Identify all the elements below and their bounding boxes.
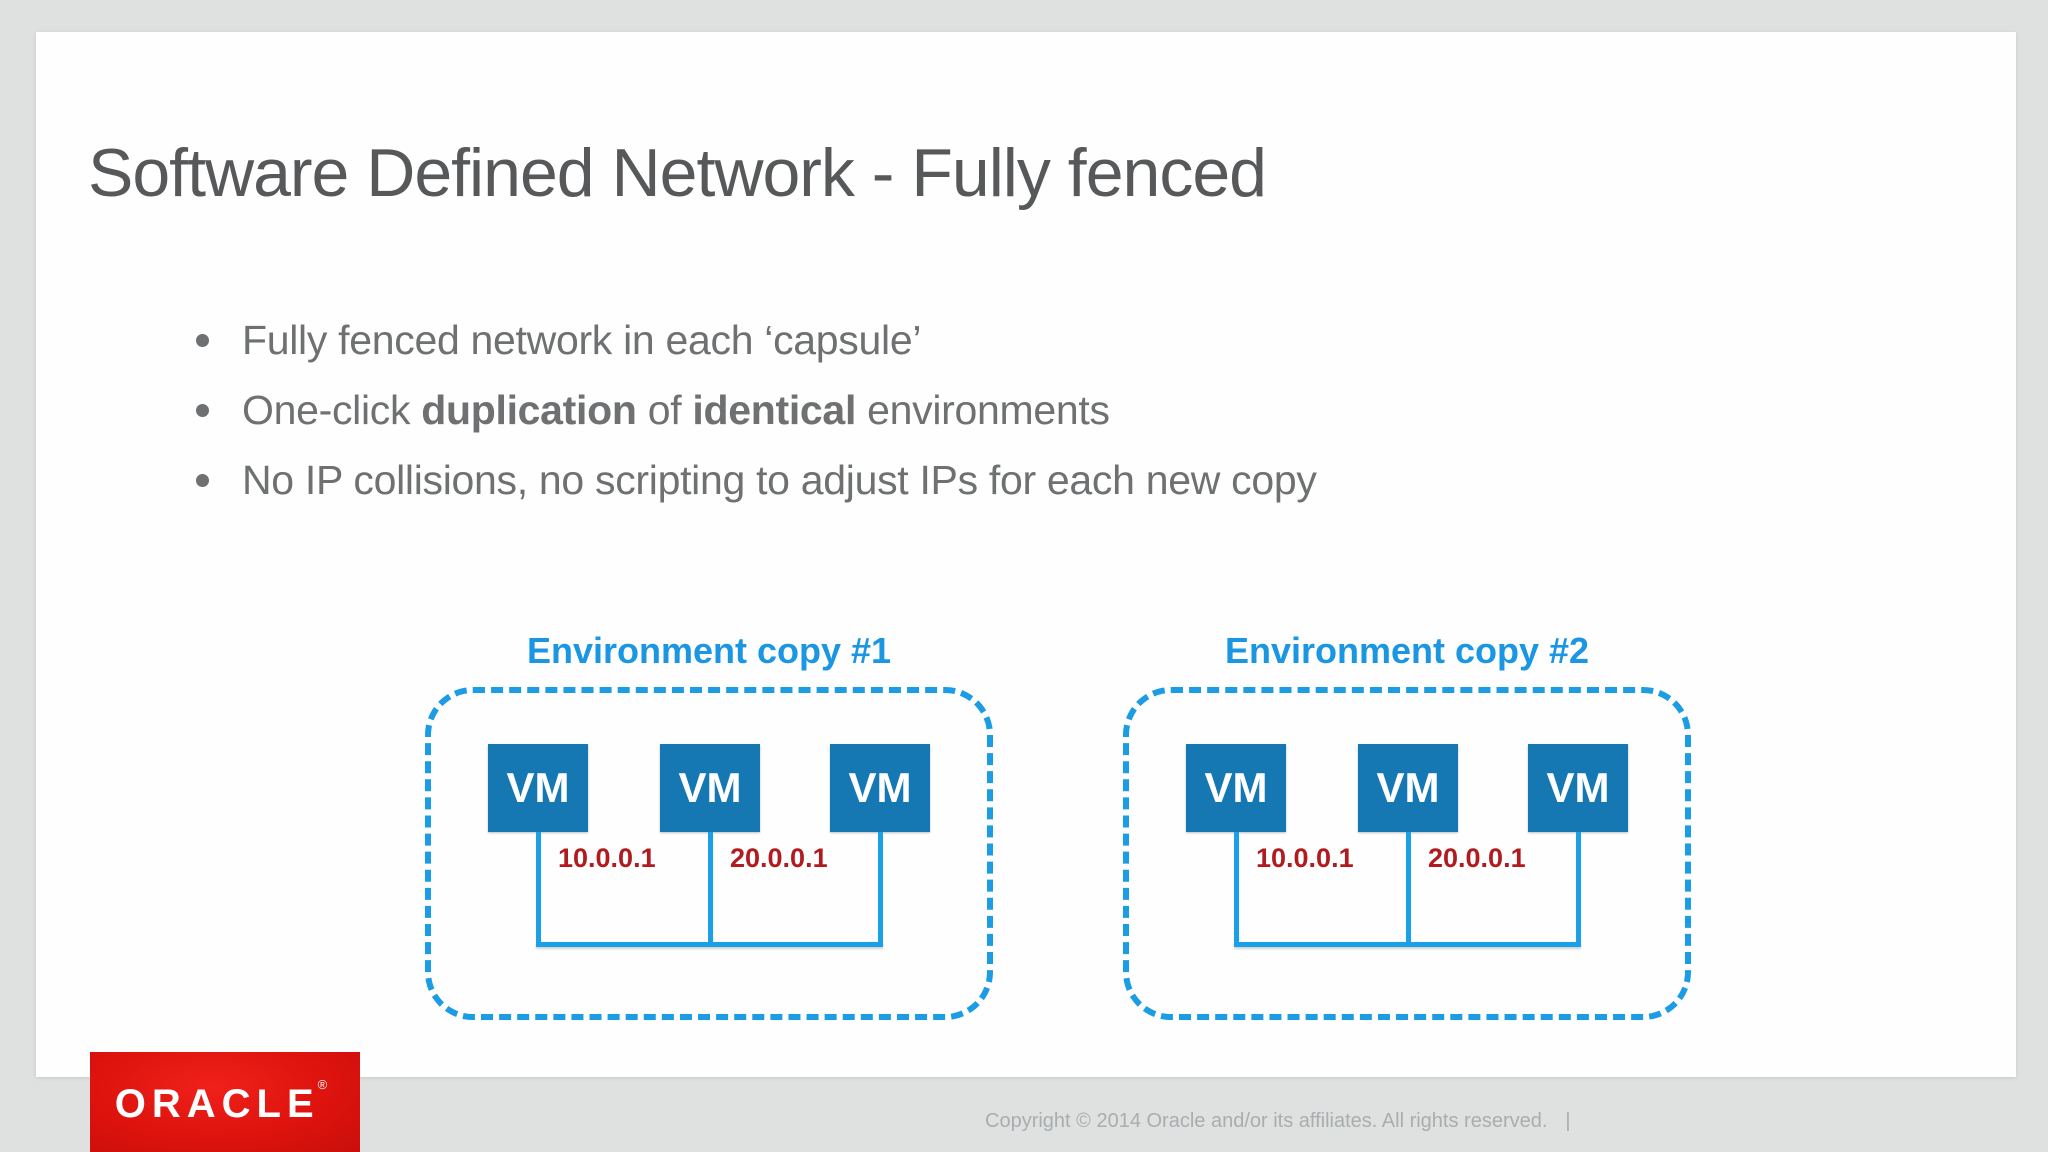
capsule-dashed-border: VM VM VM 10.0.0.1 20.0.0.1	[1123, 687, 1691, 1020]
vm-box: VM	[660, 744, 760, 832]
environment-copy-1: Environment copy #1 VM VM VM 10.0.0.1 20…	[425, 631, 993, 1020]
network-drop-line	[1406, 832, 1411, 947]
vm-box: VM	[1186, 744, 1286, 832]
vm-box: VM	[1528, 744, 1628, 832]
bullet-marker-icon	[196, 333, 209, 347]
capsule-dashed-border: VM VM VM 10.0.0.1 20.0.0.1	[425, 687, 993, 1020]
bullet-text: No IP collisions, no scripting to adjust…	[242, 456, 1317, 503]
footer-copyright: Copyright © 2014 Oracle and/or its affil…	[985, 1110, 1571, 1133]
network-bus-line	[536, 942, 883, 947]
network-drop-line	[1234, 832, 1239, 947]
oracle-logo: ORACLE®	[90, 1052, 360, 1152]
footer-divider: |	[1565, 1110, 1571, 1132]
ip-address-label: 20.0.0.1	[730, 843, 828, 873]
bullet-marker-icon	[196, 403, 209, 417]
ip-address-label: 10.0.0.1	[1256, 843, 1354, 873]
environment-copy-2: Environment copy #2 VM VM VM 10.0.0.1 20…	[1123, 631, 1691, 1020]
environment-label: Environment copy #2	[1224, 630, 1590, 671]
environment-label: Environment copy #1	[526, 630, 892, 671]
bullet-text: Fully fenced network in each ‘capsule’	[242, 316, 922, 363]
registered-trademark-icon: ®	[317, 1077, 334, 1092]
bullet-marker-icon	[196, 473, 209, 487]
bullet-item: One-click duplication of identical envir…	[196, 375, 1317, 445]
ip-address-label: 20.0.0.1	[1428, 843, 1526, 873]
network-drop-line	[878, 832, 883, 947]
ip-address-label: 10.0.0.1	[558, 843, 656, 873]
network-drop-line	[1576, 832, 1581, 947]
network-drop-line	[708, 832, 713, 947]
vm-box: VM	[830, 744, 930, 832]
slide-canvas: Software Defined Network - Fully fenced …	[36, 32, 2016, 1077]
bullet-text: One-click duplication of identical envir…	[242, 386, 1110, 433]
network-drop-line	[536, 832, 541, 947]
copyright-text: Copyright © 2014 Oracle and/or its affil…	[985, 1110, 1548, 1132]
bullet-item: No IP collisions, no scripting to adjust…	[196, 445, 1317, 515]
oracle-wordmark: ORACLE®	[114, 1077, 334, 1126]
bullet-item: Fully fenced network in each ‘capsule’	[196, 305, 1317, 375]
network-bus-line	[1234, 942, 1581, 947]
vm-box: VM	[1358, 744, 1458, 832]
bullet-list: Fully fenced network in each ‘capsule’ O…	[196, 305, 1317, 515]
vm-box: VM	[488, 744, 588, 832]
slide-title: Software Defined Network - Fully fenced	[88, 135, 1267, 211]
